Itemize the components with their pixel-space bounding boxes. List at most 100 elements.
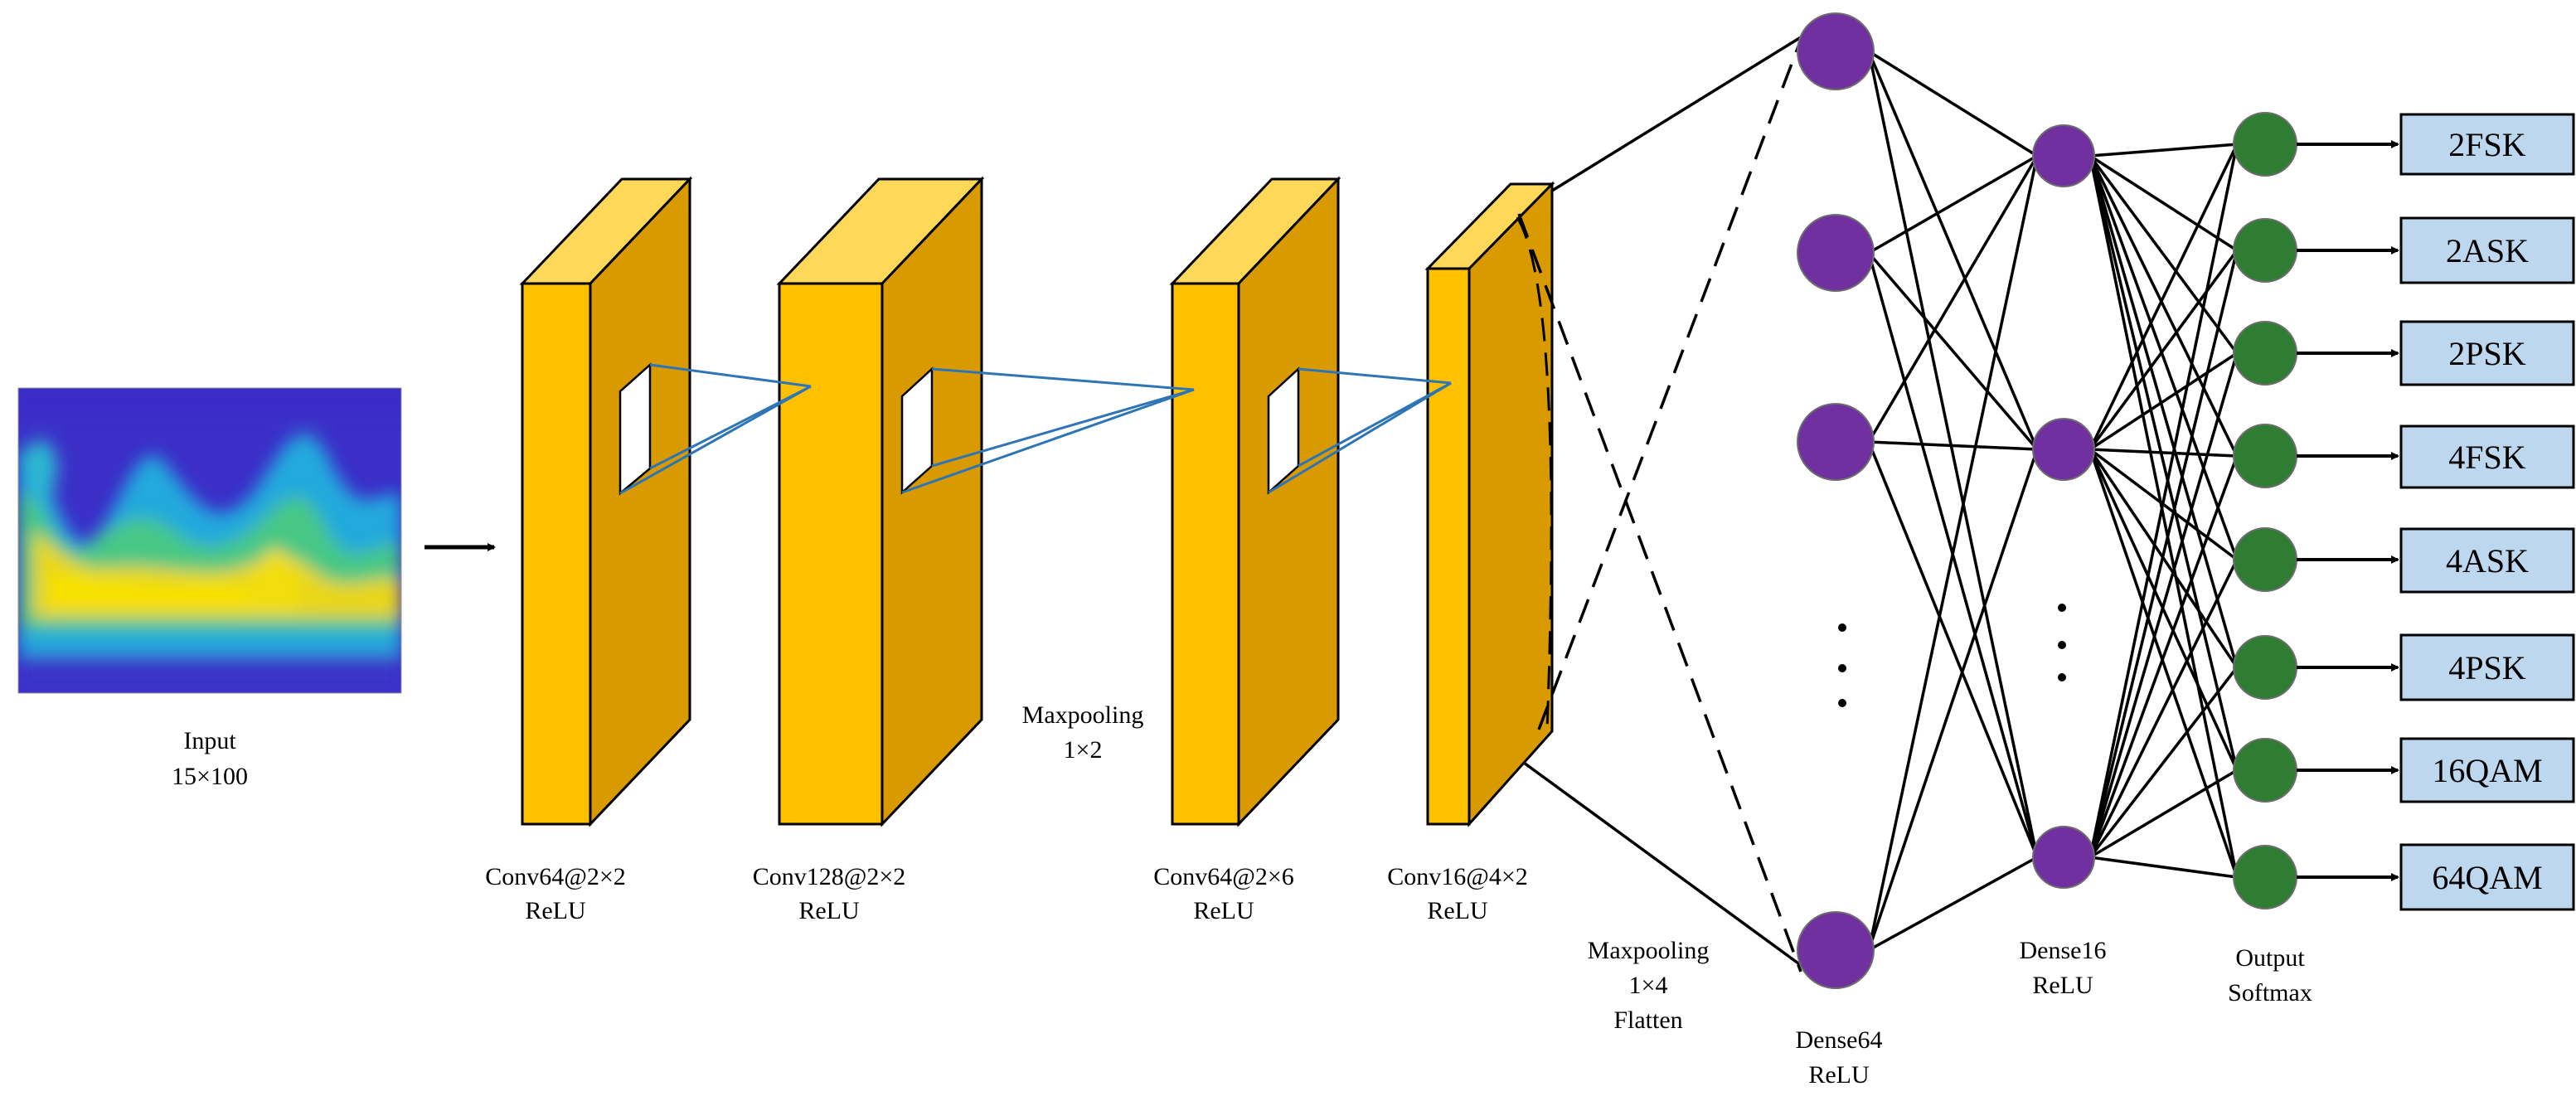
connection-edge bbox=[2088, 455, 2239, 858]
kernel-projections bbox=[619, 363, 1452, 495]
connection-edge bbox=[2089, 769, 2238, 859]
connection-edge bbox=[2088, 155, 2239, 560]
class-label: 2PSK bbox=[2448, 335, 2525, 372]
conv3-name-label: Conv64@2×6 bbox=[1153, 863, 1294, 890]
dense16-ellipsis bbox=[2058, 604, 2066, 681]
class-box: 64QAM bbox=[2399, 843, 2575, 911]
dense64-node bbox=[1797, 911, 1875, 989]
connection-edge bbox=[1867, 51, 2039, 858]
dense64-node bbox=[1797, 214, 1875, 292]
connection-edge bbox=[2089, 352, 2238, 451]
pool1-size-label: 1×2 bbox=[1064, 736, 1103, 764]
class-label: 2FSK bbox=[2448, 126, 2525, 163]
connection-edge bbox=[1868, 856, 2038, 952]
pool2-name-label: Maxpooling bbox=[1588, 937, 1710, 964]
connection-edge bbox=[1867, 441, 2039, 858]
conv2-block bbox=[776, 176, 985, 827]
connection-edge bbox=[2088, 143, 2239, 858]
connection-edge bbox=[1867, 449, 2039, 951]
conv2-activation-label: ReLU bbox=[798, 897, 860, 924]
connection-edge bbox=[2088, 249, 2239, 451]
output-node bbox=[2233, 112, 2297, 177]
connection-edge bbox=[2088, 155, 2239, 457]
output-layer bbox=[2233, 112, 2297, 909]
pool2-size-label: 1×4 bbox=[1629, 972, 1668, 999]
connection-edge bbox=[2089, 143, 2238, 158]
conv4-name-label: Conv16@4×2 bbox=[1387, 863, 1528, 890]
connection-edge bbox=[2088, 559, 2239, 858]
pool1-name-label: Maxpooling bbox=[1022, 701, 1144, 729]
dense64-activation-label: ReLU bbox=[1808, 1061, 1870, 1089]
connection-edge bbox=[1868, 50, 2038, 158]
connection-edge bbox=[2088, 143, 2239, 450]
conv1-activation-label: ReLU bbox=[525, 897, 586, 924]
conv2-name-label: Conv128@2×2 bbox=[753, 863, 906, 890]
connection-edge bbox=[2088, 352, 2239, 858]
class-box: 4FSK bbox=[2399, 424, 2575, 489]
dense16-name-label: Dense16 bbox=[2020, 937, 2107, 964]
connection-edge bbox=[2089, 856, 2238, 879]
dense-connections bbox=[1867, 50, 2239, 952]
connection-edge bbox=[1867, 155, 2039, 443]
pool2-flatten-label: Flatten bbox=[1613, 1006, 1682, 1034]
dense16-node bbox=[2032, 826, 2095, 889]
conv4-block bbox=[1424, 181, 1555, 827]
connection-edge bbox=[2088, 250, 2239, 858]
connection-edge bbox=[1867, 155, 2039, 951]
connection-edge bbox=[2088, 155, 2239, 771]
class-boxes: 2FSK 2ASK 2PSK 4FSK 4ASK 4PSK 16QAM 64Q bbox=[2399, 113, 2575, 911]
dense64-node bbox=[1797, 403, 1875, 481]
connection-edge bbox=[2088, 666, 2239, 859]
connection-edge bbox=[2088, 154, 2239, 355]
output-node bbox=[2233, 845, 2297, 909]
class-box: 2PSK bbox=[2399, 320, 2575, 386]
connection-edge bbox=[2088, 155, 2239, 878]
dense64-layer bbox=[1797, 12, 1875, 989]
dense64-ellipsis bbox=[1838, 623, 1846, 707]
dense64-name-label: Dense64 bbox=[1796, 1026, 1883, 1054]
output-node bbox=[2233, 321, 2297, 386]
class-box: 4PSK bbox=[2399, 633, 2575, 701]
output-node bbox=[2233, 424, 2297, 488]
class-label: 2ASK bbox=[2446, 232, 2529, 269]
dense16-layer bbox=[2032, 124, 2095, 889]
connection-edge bbox=[2088, 449, 2239, 878]
output-node bbox=[2233, 218, 2297, 283]
conv4-activation-label: ReLU bbox=[1427, 897, 1488, 924]
output-arrows bbox=[2297, 140, 2399, 881]
class-box: 4ASK bbox=[2399, 527, 2575, 594]
connection-edge bbox=[1867, 251, 2039, 451]
output-name-label: Output bbox=[2235, 944, 2305, 972]
connection-edge bbox=[1868, 154, 2038, 255]
connection-edge bbox=[2089, 154, 2238, 252]
connection-edge bbox=[1868, 440, 2038, 451]
connection-edge bbox=[1867, 51, 2039, 450]
conv1-block bbox=[519, 176, 693, 827]
conv1-name-label: Conv64@2×2 bbox=[485, 863, 626, 890]
output-node bbox=[2233, 635, 2297, 700]
class-label: 4ASK bbox=[2446, 542, 2529, 580]
input-spectrogram bbox=[17, 387, 402, 694]
dense16-node bbox=[2032, 418, 2095, 481]
class-label: 64QAM bbox=[2432, 859, 2542, 896]
output-activation-label: Softmax bbox=[2228, 979, 2312, 1006]
dense16-activation-label: ReLU bbox=[2032, 972, 2093, 999]
dense16-node bbox=[2032, 124, 2095, 187]
connection-edge bbox=[2089, 448, 2238, 458]
class-box: 2FSK bbox=[2399, 113, 2575, 176]
conv3-activation-label: ReLU bbox=[1193, 897, 1254, 924]
class-label: 4PSK bbox=[2448, 649, 2525, 686]
flatten-connections bbox=[1517, 32, 1809, 972]
input-size-label: 15×100 bbox=[172, 763, 248, 790]
output-node bbox=[2233, 527, 2297, 592]
output-node bbox=[2233, 738, 2297, 803]
class-label: 4FSK bbox=[2448, 439, 2525, 476]
dense64-node bbox=[1797, 12, 1875, 90]
connection-edge bbox=[2088, 155, 2239, 668]
class-label: 16QAM bbox=[2432, 752, 2542, 789]
input-label: Input bbox=[183, 727, 236, 754]
class-box: 16QAM bbox=[2399, 737, 2575, 803]
conv3-block bbox=[1169, 176, 1341, 827]
